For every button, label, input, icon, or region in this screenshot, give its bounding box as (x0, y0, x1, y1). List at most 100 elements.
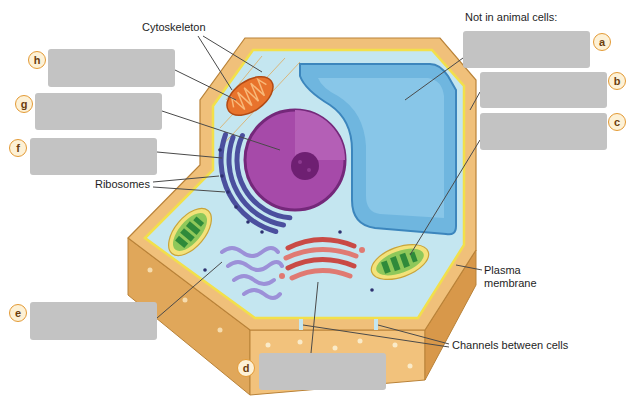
callout-letter: g (21, 99, 28, 110)
ribosomes (226, 190, 230, 194)
answer-box (480, 113, 607, 150)
wall-pores (183, 298, 188, 303)
ribosomes (218, 148, 222, 152)
mitochondrion (220, 69, 280, 123)
ribosomes (220, 174, 224, 178)
answer-box (30, 302, 157, 340)
smooth-er (244, 290, 280, 298)
chloroplast (367, 238, 434, 287)
leader-line (175, 70, 236, 100)
mitochondrion (228, 76, 272, 115)
nucleus (307, 168, 311, 172)
leader-line (456, 265, 482, 270)
nucleus (298, 160, 302, 164)
leader-line (153, 187, 225, 192)
answer-box (35, 93, 162, 130)
part-label: Plasma membrane (484, 264, 546, 290)
golgi-apparatus (288, 259, 354, 268)
leader-line (157, 262, 222, 318)
golgi-apparatus (279, 273, 285, 279)
smooth-er (234, 276, 274, 284)
channels-between-cells (299, 319, 303, 330)
chloroplast (161, 201, 220, 263)
callout-circle: e (9, 304, 27, 322)
nucleus (291, 152, 319, 180)
answer-box (480, 72, 607, 108)
wall-pores (393, 343, 398, 348)
golgi-apparatus (359, 247, 365, 253)
smooth-er (222, 248, 282, 298)
answer-box (48, 49, 175, 87)
ribosomes (246, 220, 250, 224)
golgi-apparatus (292, 270, 350, 278)
callout-letter: d (243, 363, 250, 374)
golgi-apparatus (286, 249, 356, 258)
callout-circle: c (608, 113, 626, 131)
cell-wall (128, 38, 476, 330)
callout-letter: c (614, 117, 620, 128)
cytoplasm (145, 50, 464, 318)
callout-circle: b (608, 72, 626, 90)
callout-circle: f (9, 139, 27, 157)
leader-line (405, 58, 463, 100)
channels-between-cells (374, 319, 378, 330)
ribosomes (370, 288, 374, 292)
leader-line (303, 325, 449, 347)
leader-line (157, 152, 222, 158)
ribosomes (234, 205, 238, 209)
cell-wall (128, 38, 476, 330)
nucleus (245, 110, 345, 210)
leader-line (470, 92, 480, 110)
leader-line (410, 140, 480, 255)
leader-line (153, 176, 219, 182)
wall-pores (266, 343, 271, 348)
chloroplast (167, 207, 213, 256)
ribosomes (260, 230, 264, 234)
leader-line (153, 36, 482, 353)
chloroplast (373, 243, 428, 281)
chloroplast (367, 238, 434, 287)
ribosomes (203, 268, 207, 272)
callout-letter: b (614, 76, 621, 87)
nucleus (245, 110, 345, 210)
answer-box (30, 138, 157, 175)
wall-pores (148, 268, 153, 273)
part-label: Channels between cells (452, 339, 568, 352)
golgi-apparatus (279, 239, 365, 279)
leader-line (311, 282, 318, 353)
cytoplasm (145, 50, 464, 318)
channels-between-cells (299, 319, 378, 330)
wall-pores (358, 339, 363, 344)
chloroplast (161, 201, 220, 263)
wall-pores (333, 346, 338, 351)
callout-letter: e (15, 308, 21, 319)
leader-line (198, 36, 232, 90)
wall-pores (218, 328, 223, 333)
smooth-er (222, 248, 278, 256)
callout-circle: d (237, 359, 255, 377)
callout-circle: a (593, 33, 611, 51)
answer-box (30, 31, 607, 390)
wall-pores (298, 340, 303, 345)
wall-pores (408, 364, 413, 369)
part-label: Cytoskeleton (142, 21, 206, 34)
callout-circle: g (15, 95, 33, 113)
golgi-apparatus (288, 239, 354, 248)
callout-letter: f (16, 143, 20, 154)
part-label: Ribosomes (95, 178, 150, 191)
callout-circle: h (28, 51, 46, 69)
chloroplast (193, 217, 204, 227)
leader-line (162, 111, 280, 150)
leader-line (203, 36, 262, 72)
ribosomes (338, 230, 342, 234)
chloroplast (399, 253, 409, 268)
smooth-er (228, 262, 282, 270)
callout-letter: a (599, 37, 605, 48)
answer-box (463, 31, 590, 68)
chloroplast (390, 256, 400, 271)
part-label: Not in animal cells: (465, 11, 557, 24)
chloroplast (381, 260, 391, 273)
mitochondrion (220, 69, 280, 123)
callout-letter: h (34, 55, 41, 66)
